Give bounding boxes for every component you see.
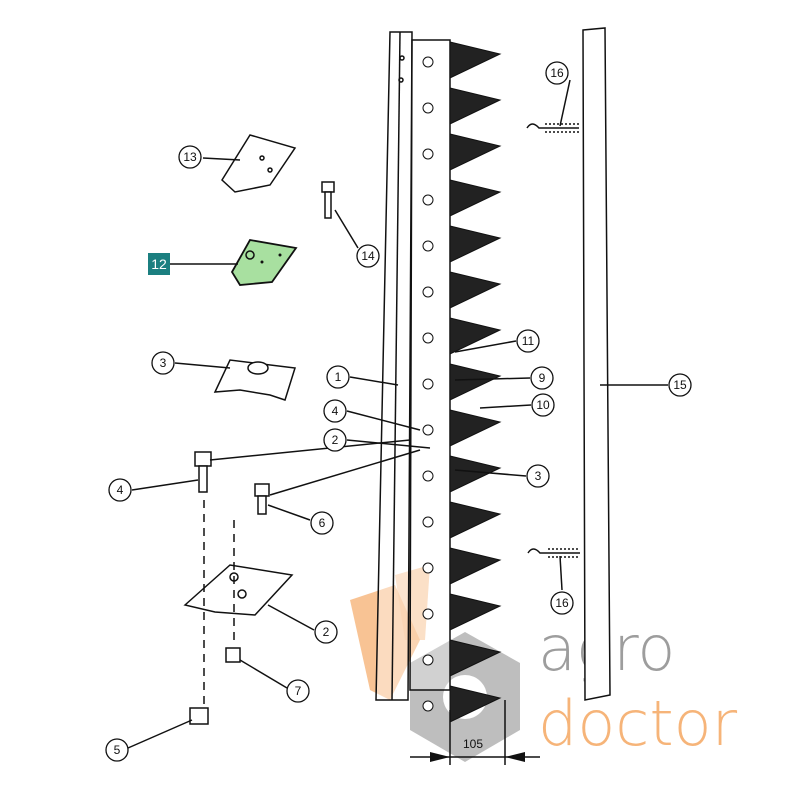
callout-3: 3: [151, 351, 175, 375]
callout-16: 16: [545, 61, 569, 85]
rivet-hole: [422, 194, 434, 206]
knife-section-tooth: [449, 363, 502, 401]
knife-section-tooth: [449, 501, 502, 539]
rivet-hole: [422, 516, 434, 528]
rivet-hole: [422, 700, 434, 712]
callout-number: 14: [361, 249, 375, 263]
spring-upper: [526, 123, 579, 133]
part-12-bracket-highlighted: [230, 239, 298, 286]
callout-13: 13: [178, 145, 202, 169]
callout-number: 2: [323, 625, 330, 639]
knife-section-tooth: [449, 133, 502, 171]
rivet-hole: [422, 608, 434, 620]
callout-number: 6: [319, 516, 326, 530]
rivet-hole: [422, 332, 434, 344]
rivet-hole: [422, 562, 434, 574]
leader-lines: [127, 79, 668, 749]
spring-lower: [527, 548, 580, 558]
rivet-hole: [422, 470, 434, 482]
callout-14: 14: [356, 244, 380, 268]
rivet-hole: [422, 424, 434, 436]
rivet-hole: [422, 148, 434, 160]
callout-number: 10: [536, 398, 550, 412]
knife-section-tooth: [449, 409, 502, 447]
callout-2: 2: [314, 620, 338, 644]
knife-section-tooth: [449, 225, 502, 263]
part-7-nut: [225, 647, 241, 663]
callout-number: 4: [332, 404, 339, 418]
part-4-bolt: [194, 451, 212, 493]
dimension-105: 105: [410, 700, 540, 765]
callout-number: 7: [295, 684, 302, 698]
knife-section-tooth: [449, 547, 502, 585]
callout-number: 15: [673, 378, 687, 392]
part-6-bolt: [254, 483, 270, 515]
knife-section-tooth: [449, 685, 502, 723]
callout-15: 15: [668, 373, 692, 397]
knife-section-tooth: [449, 317, 502, 355]
knife-section-tooth: [449, 455, 502, 493]
part-2-plate: [183, 564, 294, 616]
callout-10: 10: [531, 393, 555, 417]
cutter-bar: [375, 31, 413, 701]
callout-number: 13: [183, 150, 197, 164]
knife-section-tooth: [449, 639, 502, 677]
part-14-bolt: [321, 181, 335, 219]
callout-number: 16: [555, 596, 569, 610]
callout-5: 5: [105, 738, 129, 762]
logo-text-doctor: doctor: [538, 687, 738, 760]
callout-12: 12: [148, 253, 170, 275]
callout-number: 4: [117, 483, 124, 497]
knife-section-tooth: [449, 271, 502, 309]
callout-6: 6: [310, 511, 334, 535]
callout-number: 5: [114, 743, 121, 757]
part-13-bracket: [221, 134, 297, 193]
callout-7: 7: [286, 679, 310, 703]
part-5-nut: [189, 707, 209, 725]
part-3-clamp: [213, 359, 296, 401]
knife-section-tooth: [449, 593, 502, 631]
callout-4: 4: [108, 478, 132, 502]
callout-number: 2: [332, 433, 339, 447]
callout-number: 3: [535, 469, 542, 483]
knife-section-tooth: [449, 41, 502, 79]
callout-2: 2: [323, 428, 347, 452]
callout-number: 16: [550, 66, 564, 80]
callout-3: 3: [526, 464, 550, 488]
knife-section-tooth: [449, 179, 502, 217]
rivet-hole: [422, 240, 434, 252]
knife-assembly: [409, 39, 502, 723]
rivet-hole: [422, 378, 434, 390]
callout-9: 9: [530, 366, 554, 390]
rivet-hole: [422, 286, 434, 298]
rivet-hole: [422, 56, 434, 68]
dimension-label: 105: [463, 737, 483, 751]
callout-16: 16: [550, 591, 574, 615]
callout-11: 11: [516, 329, 540, 353]
rivet-hole: [422, 654, 434, 666]
guard-bar: [582, 27, 611, 701]
knife-section-tooth: [449, 87, 502, 125]
callout-number: 3: [160, 356, 167, 370]
callout-4: 4: [323, 399, 347, 423]
callout-number: 11: [522, 334, 535, 348]
rivet-hole: [422, 102, 434, 114]
callout-number: 12: [151, 256, 167, 272]
callout-number: 1: [335, 370, 342, 384]
callout-number: 9: [539, 371, 546, 385]
callout-1: 1: [326, 365, 350, 389]
